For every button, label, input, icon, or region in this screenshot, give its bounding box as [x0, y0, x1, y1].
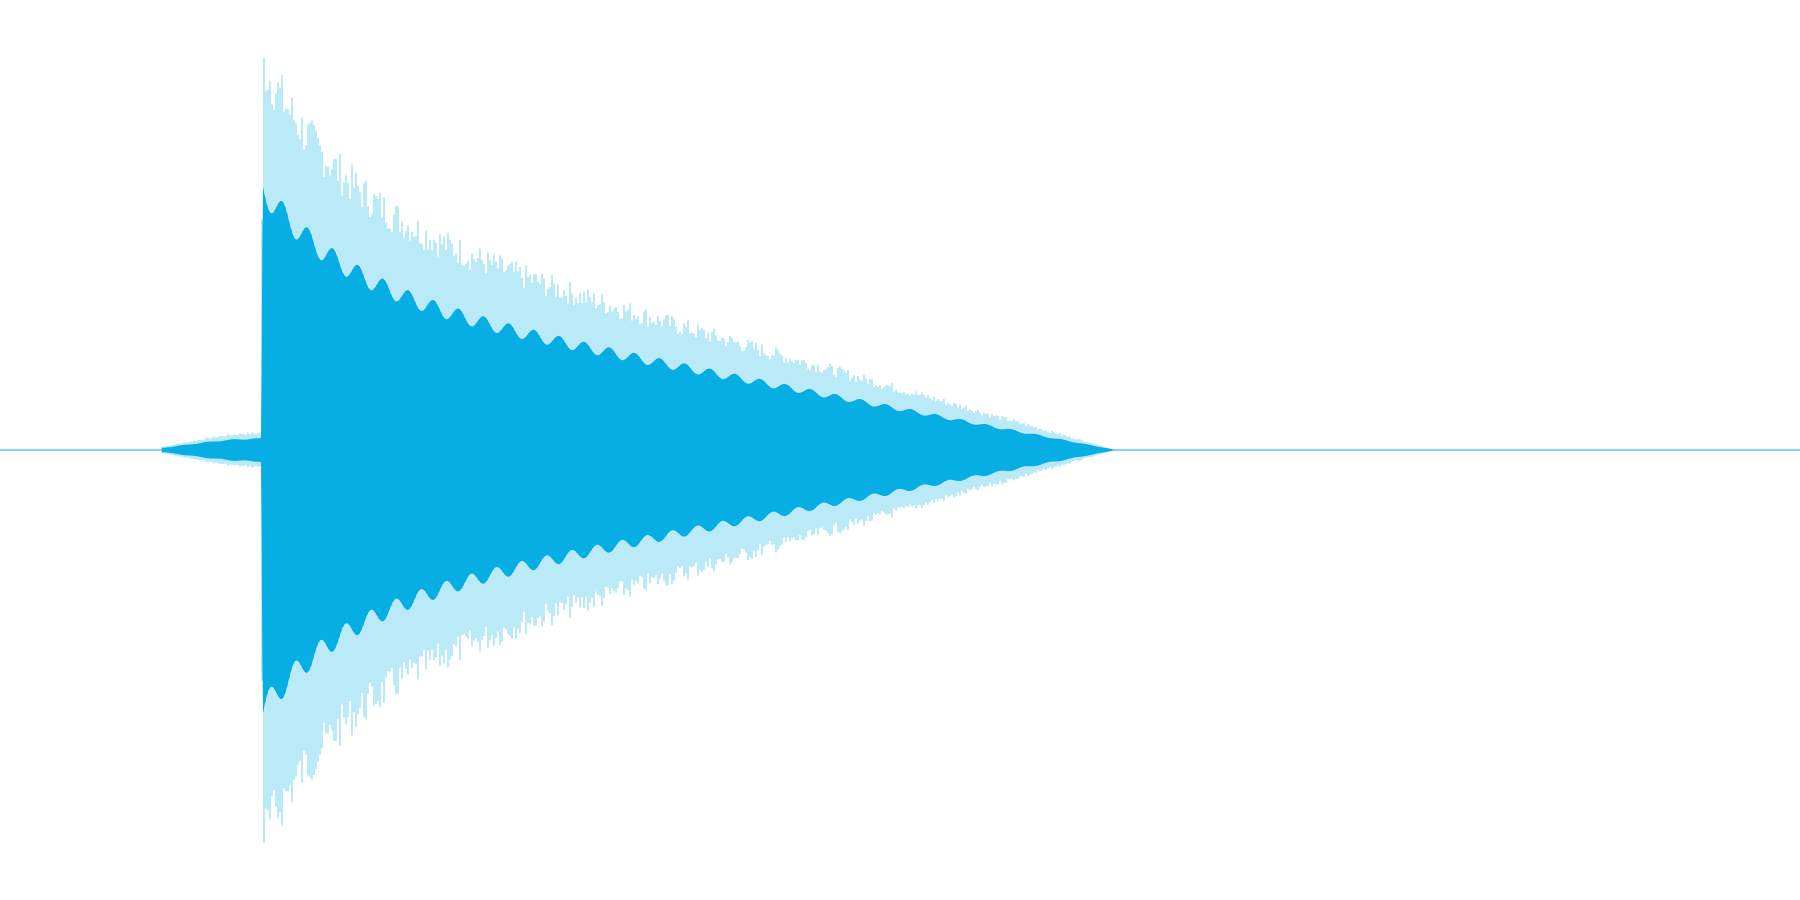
- waveform-samples: [161, 57, 1116, 843]
